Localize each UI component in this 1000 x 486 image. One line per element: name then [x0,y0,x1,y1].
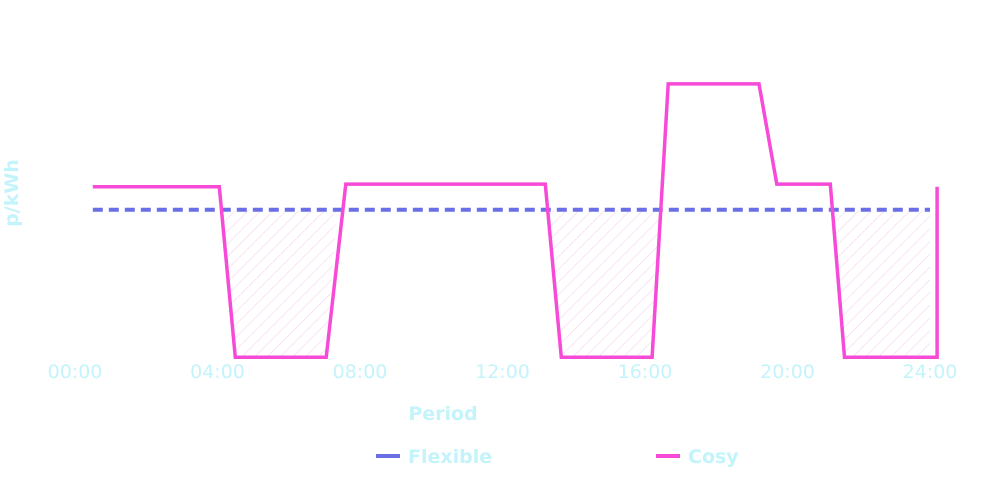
series-line-cosy [92,82,939,360]
legend: Flexible Cosy [376,446,739,468]
legend-label: Cosy [688,446,739,468]
y-axis-title: p/kWh [1,159,23,227]
x-tick-label: 12:00 [475,361,530,383]
shaded-region-2 [545,209,662,358]
legend-item-cosy: Cosy [656,446,739,468]
x-axis-title: Period [408,403,477,425]
x-tick-label: 16:00 [618,361,673,383]
x-tick-label: 24:00 [903,361,958,383]
shaded-region-1 [219,209,337,358]
x-tick-label: 00:00 [48,361,103,383]
legend-item-flexible: Flexible [376,446,492,468]
shaded-region-3 [830,209,930,358]
cheap-period-shading [219,209,930,358]
x-tick-label: 04:00 [190,361,245,383]
x-tick-label: 20:00 [760,361,815,383]
x-axis-ticks: 00:00 04:00 08:00 12:00 16:00 20:00 24:00 [48,361,958,383]
x-tick-label: 08:00 [333,361,388,383]
legend-label: Flexible [408,446,492,468]
series-layer [92,82,939,360]
